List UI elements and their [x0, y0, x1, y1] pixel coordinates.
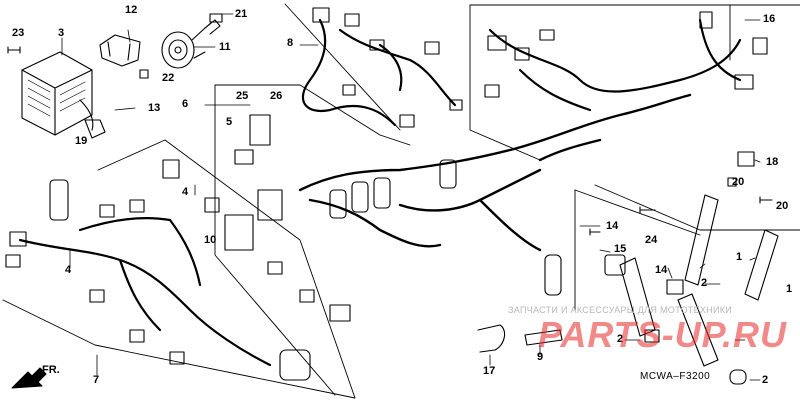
part-callout-6: 6: [182, 98, 189, 110]
part-callout-12: 12: [125, 4, 138, 16]
part-callout-2-left: 2: [617, 333, 624, 345]
part-callout-17: 17: [483, 365, 496, 377]
upper-harness-connectors: [312, 7, 463, 128]
part-callout-2-bottom: 2: [762, 374, 769, 386]
part-callout-2-mid: 2: [701, 277, 708, 289]
part-callout-25: 25: [236, 90, 249, 102]
lower-left-harness: [18, 216, 272, 367]
part-callout-3: 3: [58, 27, 65, 39]
upper-right-harness: [488, 18, 742, 112]
part-callout-22: 22: [162, 72, 175, 84]
regulator-rectifier: [21, 51, 106, 139]
part-callout-4-lower: 4: [65, 264, 72, 276]
part-callout-14-upper: 14: [606, 220, 619, 232]
part-callout-10: 10: [204, 234, 217, 246]
part-callout-14-lower: 14: [655, 264, 668, 276]
main-harness: [298, 93, 692, 252]
part-callout-20-upper: 20: [732, 176, 745, 188]
part-callout-8: 8: [287, 37, 294, 49]
part-callout-16: 16: [763, 13, 776, 25]
part-callout-4-upper: 4: [182, 186, 189, 198]
group-frames: [2, 3, 800, 399]
part-callout-23: 23: [12, 27, 25, 39]
horn: [161, 19, 221, 69]
lower-left-connectors: [5, 159, 311, 381]
part-callout-1-upper: 1: [736, 251, 743, 263]
part-callout-24: 24: [645, 234, 658, 246]
watermark-logo: PARTS-UP.RU: [538, 314, 788, 355]
part-callout-26: 26: [270, 90, 283, 102]
leader-lines: [61, 13, 761, 381]
part-callout-20-lower: 20: [776, 200, 789, 212]
part-callout-1-lower: 1: [786, 283, 793, 295]
clamp-parts: [477, 324, 563, 353]
part-callout-5: 5: [226, 116, 233, 128]
bolts: [7, 13, 773, 236]
part-callout-7: 7: [93, 374, 100, 386]
diagram-code: MCWA–F3200: [640, 371, 711, 382]
part-callout-19: 19: [75, 135, 88, 147]
part-callout-18: 18: [766, 156, 779, 168]
part-callout-13: 13: [148, 102, 161, 114]
part-callout-21: 21: [235, 8, 248, 20]
middle-connector-cluster: [204, 114, 351, 322]
plug-caps: [604, 151, 755, 385]
front-arrow-icon: [11, 367, 47, 389]
part-callout-9: 9: [537, 351, 544, 363]
horn-bracket: [99, 34, 141, 67]
part-callout-15: 15: [614, 243, 627, 255]
watermark-banner: ЗАПЧАСТИ И АКСЕССУАРЫ ДЛЯ МОТОТЕХНИКИ: [508, 305, 733, 315]
relay-units: [49, 159, 562, 296]
part-callout-11: 11: [219, 41, 231, 53]
upper-harness: [301, 18, 457, 127]
upper-right-connectors: [484, 11, 768, 98]
front-direction-label: FR.: [42, 364, 60, 376]
